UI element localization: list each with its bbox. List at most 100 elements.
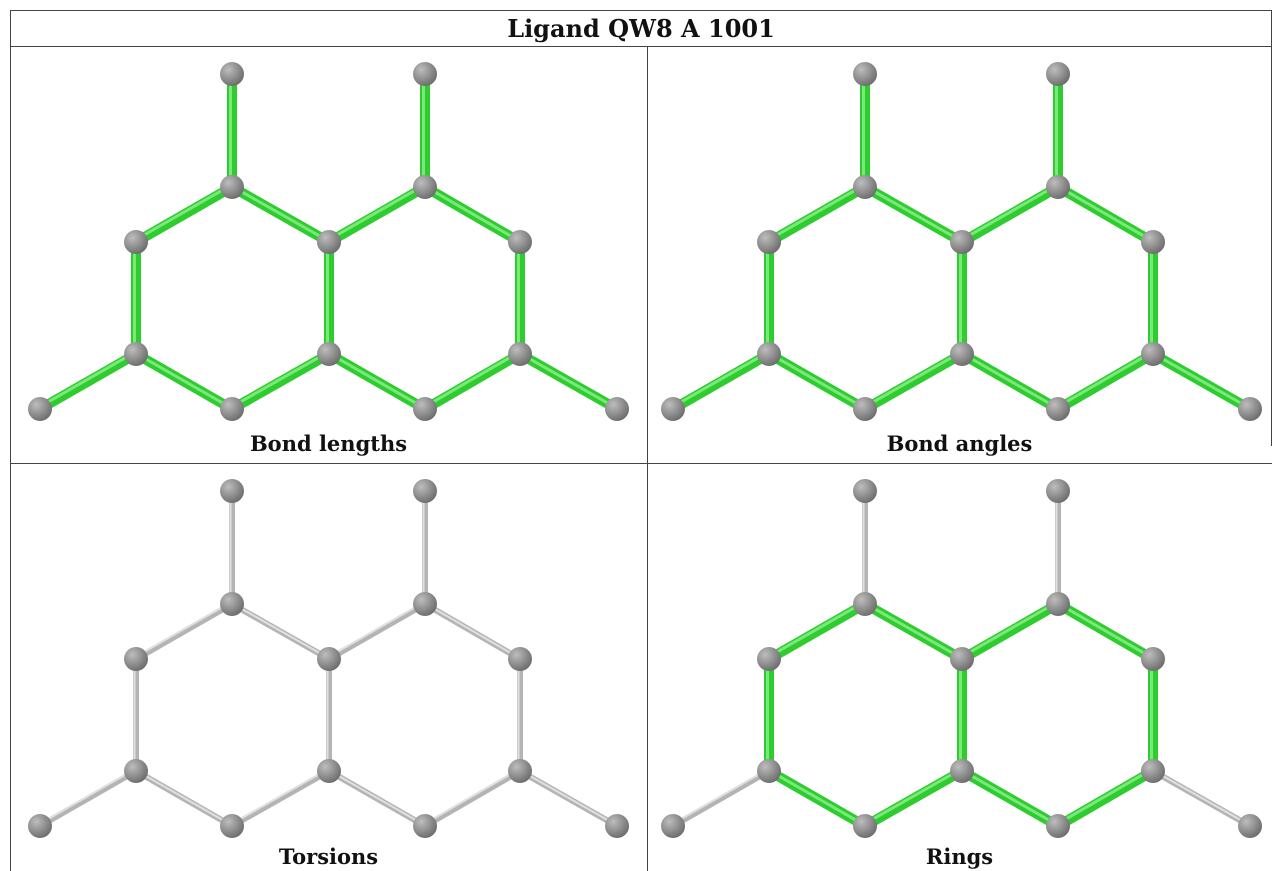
bond-14 — [1150, 768, 1253, 829]
bond-12 — [420, 349, 525, 414]
bond-6 — [764, 237, 774, 359]
bond-4 — [324, 182, 430, 247]
bond-2 — [764, 599, 870, 664]
bond-1 — [1055, 488, 1061, 607]
atom-8 — [317, 342, 341, 366]
bond-9 — [764, 766, 870, 831]
atom-11 — [853, 397, 877, 421]
atom-7 — [757, 759, 781, 783]
bond-11 — [957, 349, 1063, 414]
column-divider — [647, 46, 648, 871]
atom-10 — [28, 397, 52, 421]
bond-2 — [133, 601, 235, 662]
atom-0 — [220, 479, 244, 503]
bond-11 — [326, 768, 428, 829]
bond-10 — [229, 768, 332, 829]
atom-9 — [1141, 342, 1165, 366]
atom-10 — [28, 814, 52, 838]
bond-4 — [957, 182, 1063, 247]
bond-13 — [35, 349, 141, 414]
bond-10 — [860, 349, 967, 414]
bond-1 — [422, 488, 428, 607]
atom-6 — [1141, 647, 1165, 671]
atom-10 — [661, 814, 685, 838]
caption-torsions: Torsions — [278, 844, 379, 869]
atom-3 — [413, 175, 437, 199]
atom-7 — [124, 759, 148, 783]
atom-3 — [1046, 175, 1070, 199]
atom-5 — [950, 647, 974, 671]
bond-2 — [131, 182, 237, 247]
atom-9 — [508, 342, 532, 366]
bond-5 — [1053, 182, 1158, 247]
bond-8 — [515, 237, 525, 359]
bond-5 — [420, 182, 525, 247]
atom-12 — [1046, 397, 1070, 421]
bond-4 — [957, 599, 1063, 664]
bond-10 — [227, 349, 334, 414]
bond-5 — [422, 601, 523, 662]
bond-6 — [764, 654, 774, 776]
atom-13 — [605, 814, 629, 838]
bond-12 — [1053, 766, 1158, 831]
bond-7 — [326, 656, 332, 774]
atom-6 — [508, 647, 532, 671]
bond-13 — [670, 768, 772, 829]
bond-3 — [860, 182, 967, 247]
atom-5 — [317, 230, 341, 254]
row-divider — [10, 463, 1272, 464]
atom-13 — [1238, 397, 1262, 421]
bond-11 — [957, 766, 1063, 831]
bond-0 — [860, 69, 870, 192]
atom-1 — [1046, 62, 1070, 86]
atom-8 — [950, 759, 974, 783]
atom-12 — [413, 397, 437, 421]
bond-8 — [1148, 654, 1158, 776]
left-border — [10, 46, 11, 871]
ligand-figure: Ligand QW8 A 1001 Bond lengths Bond angl… — [10, 10, 1272, 871]
atom-13 — [605, 397, 629, 421]
atom-4 — [757, 647, 781, 671]
bond-0 — [862, 488, 868, 607]
caption-rings: Rings — [925, 844, 994, 869]
bond-8 — [1148, 237, 1158, 359]
atom-9 — [508, 759, 532, 783]
molecule-bond-angles — [661, 62, 1262, 421]
bond-10 — [860, 766, 967, 831]
atom-2 — [220, 592, 244, 616]
bond-1 — [420, 69, 430, 192]
molecule-bond-lengths — [28, 62, 629, 421]
bond-1 — [1053, 69, 1063, 192]
panel-rings: Rings — [648, 464, 1271, 871]
bond-3 — [860, 599, 967, 664]
bond-11 — [324, 349, 430, 414]
panel-bond-angles: Bond angles — [648, 47, 1271, 463]
atom-0 — [853, 62, 877, 86]
atom-1 — [1046, 479, 1070, 503]
bond-13 — [668, 349, 774, 414]
atom-2 — [220, 175, 244, 199]
panel-bond-lengths: Bond lengths — [10, 47, 647, 463]
bond-12 — [1053, 349, 1158, 414]
bond-9 — [131, 349, 237, 414]
caption-bond-lengths: Bond lengths — [249, 431, 408, 456]
figure-title: Ligand QW8 A 1001 — [10, 10, 1272, 46]
atom-2 — [853, 175, 877, 199]
atom-4 — [757, 230, 781, 254]
atom-7 — [757, 342, 781, 366]
atom-5 — [317, 647, 341, 671]
atom-1 — [413, 479, 437, 503]
right-border — [1271, 46, 1272, 446]
bond-14 — [515, 349, 622, 414]
bond-3 — [227, 182, 334, 247]
bond-7 — [957, 654, 967, 776]
bond-7 — [324, 237, 334, 359]
atom-13 — [1238, 814, 1262, 838]
bond-0 — [229, 488, 235, 607]
caption-bond-angles: Bond angles — [886, 431, 1033, 456]
atom-5 — [950, 230, 974, 254]
atom-11 — [220, 397, 244, 421]
bond-14 — [517, 768, 620, 829]
bond-4 — [326, 601, 428, 662]
atom-4 — [124, 647, 148, 671]
